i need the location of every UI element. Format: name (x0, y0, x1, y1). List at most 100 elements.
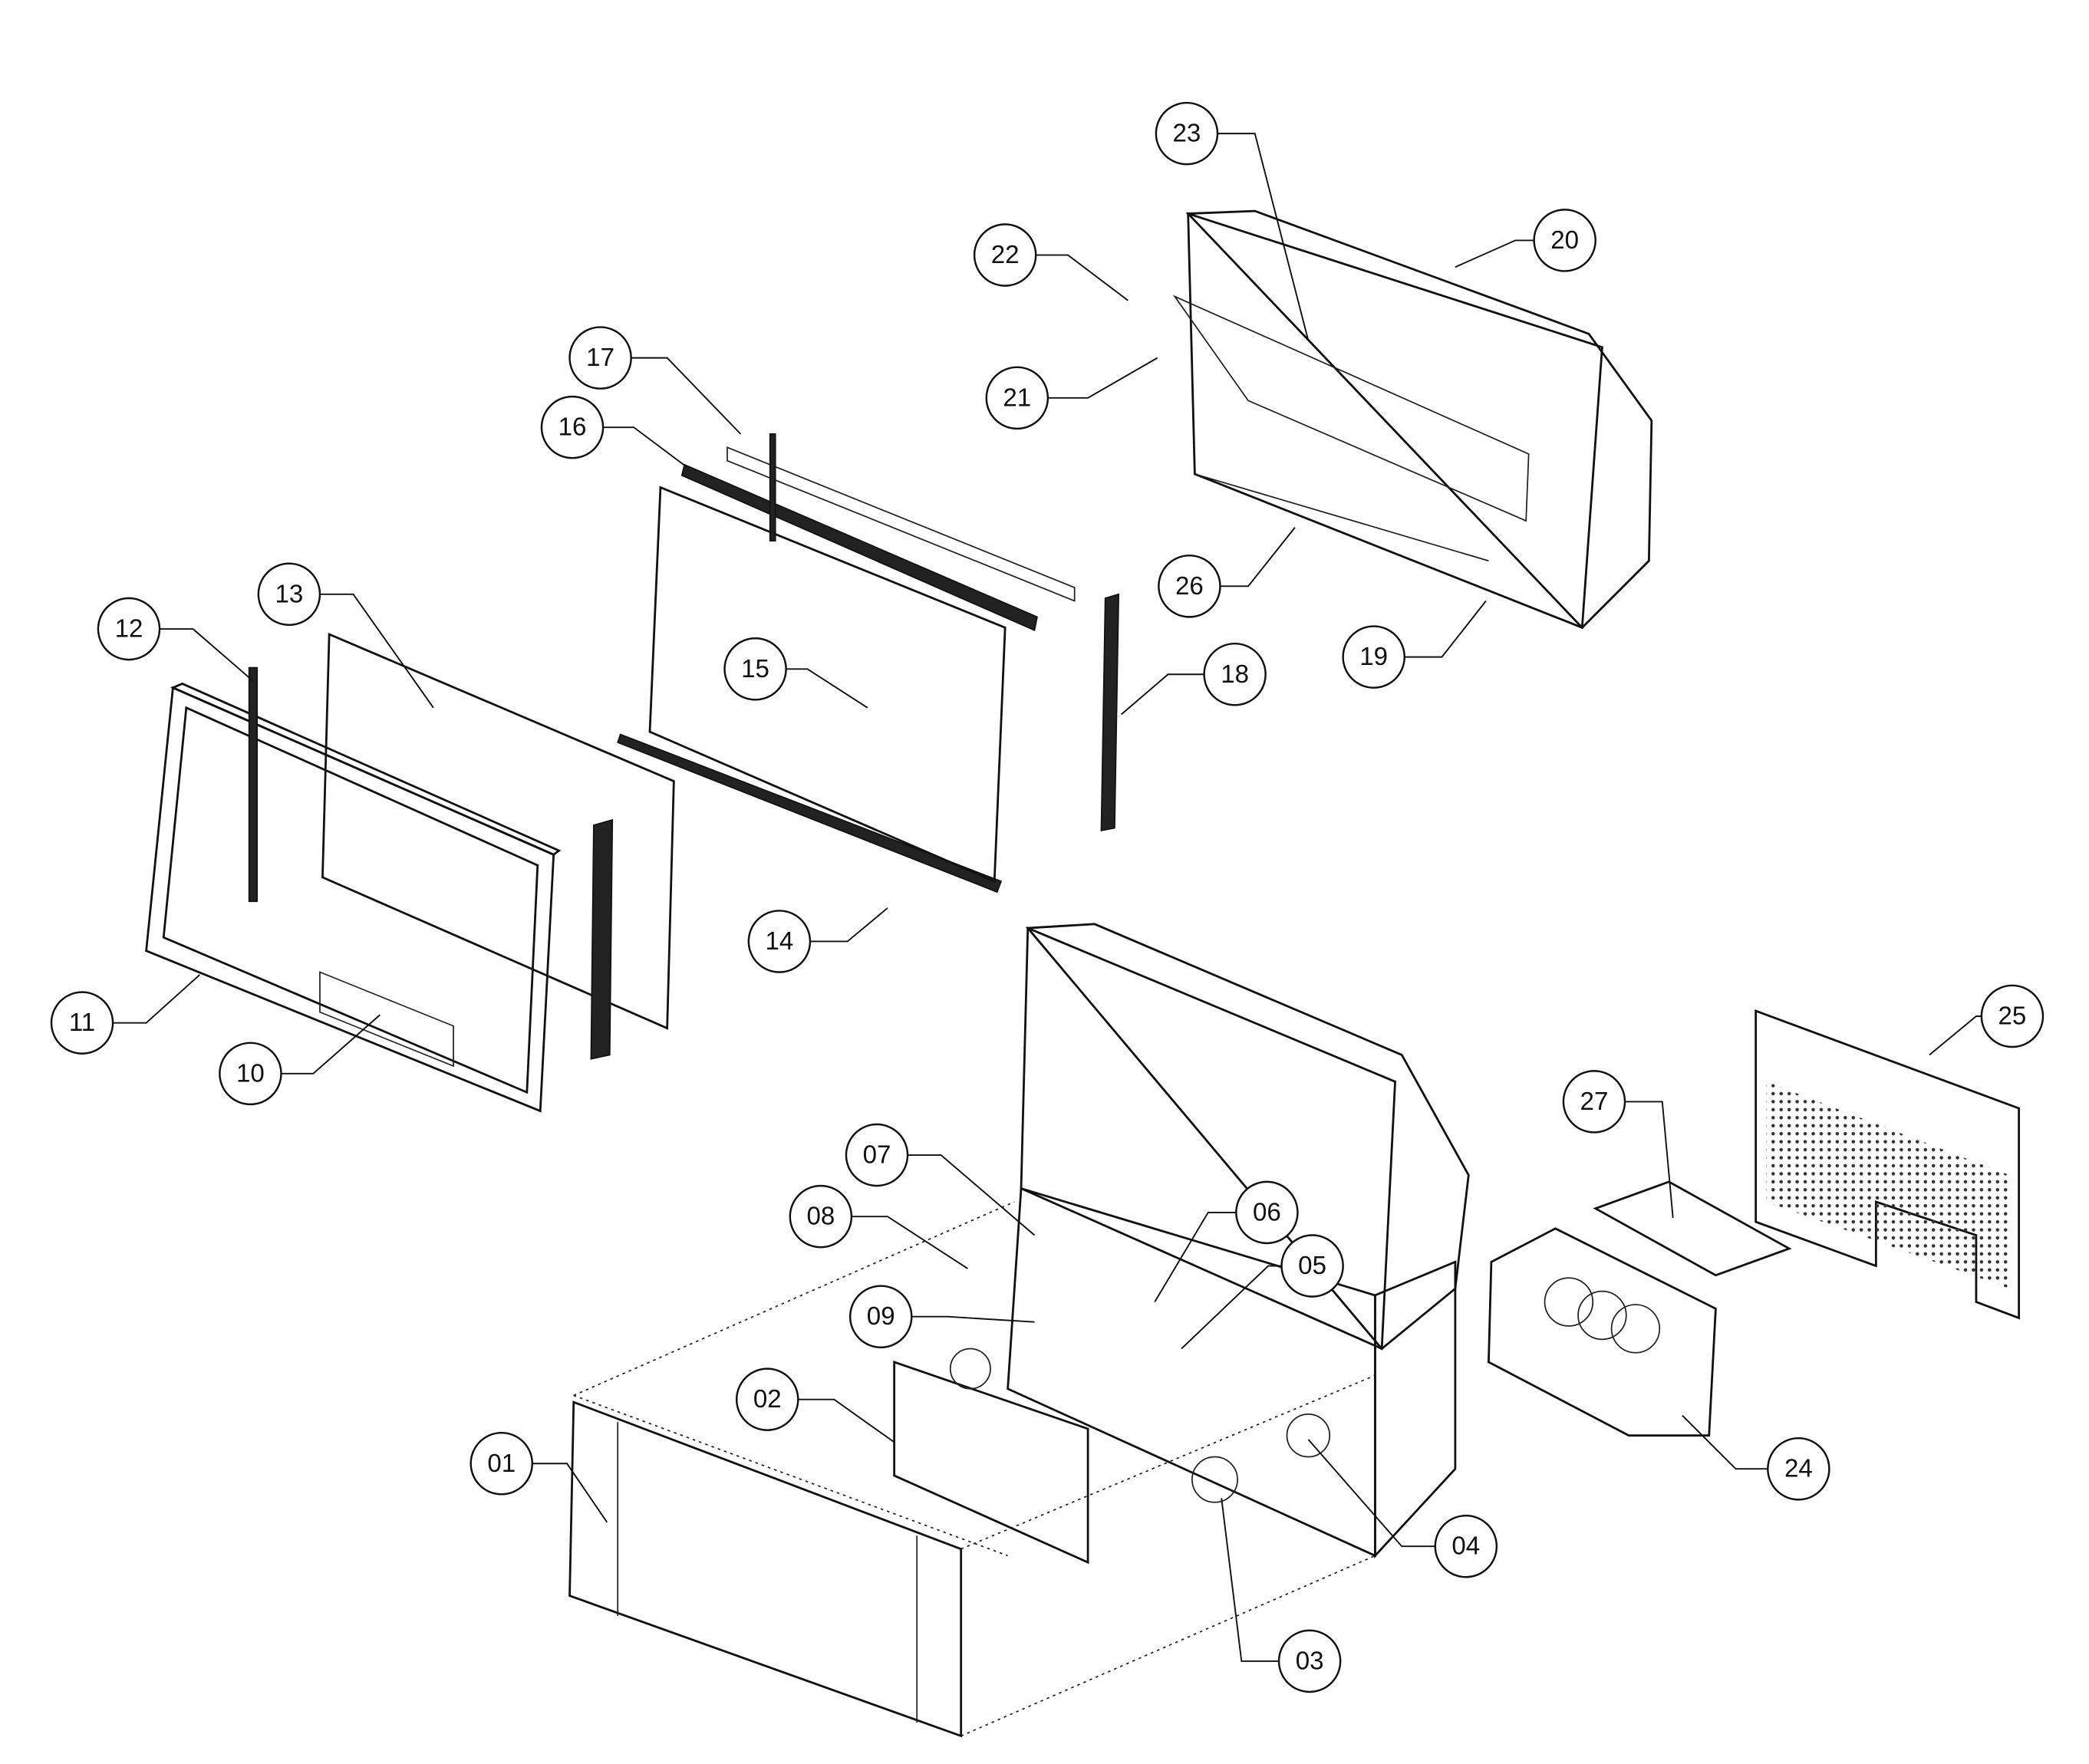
leader-line (319, 593, 434, 709)
part-vertical-clip (769, 433, 776, 542)
callout-1: 01 (470, 1431, 608, 1523)
callout-label: 01 (487, 1450, 516, 1478)
leader-line (1307, 1439, 1435, 1548)
callout-circle (568, 326, 632, 390)
leader-line (911, 1315, 1035, 1323)
callout-label: 03 (1296, 1647, 1324, 1675)
callout-label: 23 (1173, 120, 1201, 148)
callout-circle (723, 637, 787, 701)
leader-line (1181, 1265, 1282, 1350)
callout-23: 23 (1155, 101, 1310, 341)
callout-circle (540, 395, 605, 459)
leader-line (1217, 133, 1310, 341)
callout-circle (1158, 555, 1221, 618)
callout-21: 21 (985, 357, 1158, 430)
part-front-cover (568, 1400, 963, 1738)
part-upper-cabinet (1172, 209, 1653, 630)
callout-label: 05 (1298, 1252, 1326, 1280)
callout-label: 18 (1221, 660, 1249, 689)
callout-circle (219, 1042, 282, 1106)
part-lens-panel (648, 485, 1007, 884)
callout-label: 25 (1998, 1002, 2027, 1030)
callout-24: 24 (1682, 1414, 1830, 1501)
leader-line (1120, 673, 1204, 716)
callout-label: 07 (863, 1141, 891, 1170)
leader-line (1404, 600, 1487, 658)
callout-17: 17 (568, 326, 742, 435)
leader-line (160, 628, 254, 682)
part-back-cover (1755, 1009, 2021, 1320)
callout-circle (257, 562, 321, 627)
callout-25: 25 (1929, 984, 2045, 1056)
callout-label: 11 (69, 1009, 95, 1037)
callout-circle (1277, 1629, 1342, 1693)
callout-label: 26 (1175, 572, 1204, 601)
callout-4: 04 (1307, 1439, 1498, 1578)
callout-label: 16 (558, 413, 587, 442)
callout-18: 18 (1120, 642, 1267, 716)
callout-label: 27 (1580, 1088, 1609, 1116)
part-side-strip-mid (590, 818, 614, 1060)
leader-line (851, 1216, 968, 1269)
callout-12: 12 (97, 597, 254, 682)
assembly-dashed-lines (573, 1201, 1376, 1737)
callout-circle (1155, 101, 1219, 166)
leader-line (281, 1014, 381, 1075)
callout-7: 07 (845, 1123, 1036, 1236)
part-screen-sheet (321, 632, 675, 1030)
callout-label: 13 (275, 580, 304, 608)
callout-label: 12 (115, 615, 143, 643)
callout-circle (1434, 1514, 1498, 1578)
callout-group: 0102030405060708091011121314151617181920… (50, 101, 2045, 1693)
callout-circle (1767, 1437, 1830, 1501)
callout-circle (470, 1431, 534, 1496)
callout-circle (97, 597, 161, 661)
callout-27: 27 (1562, 1070, 1674, 1218)
callout-circle (50, 991, 114, 1055)
callout-circle (1342, 625, 1405, 689)
part-side-strip-right (1100, 593, 1120, 832)
callout-16: 16 (540, 395, 688, 469)
callout-label: 04 (1451, 1532, 1480, 1561)
callout-circle (1562, 1070, 1626, 1134)
callout-circle (1203, 642, 1267, 706)
callout-5: 05 (1181, 1234, 1344, 1350)
leader-line (1221, 1498, 1280, 1662)
callout-circle (973, 223, 1037, 287)
leader-line (631, 357, 742, 435)
callout-label: 02 (753, 1385, 782, 1414)
part-lower-cabinet (893, 923, 1470, 1565)
part-side-strip-left (248, 666, 258, 903)
callout-label: 10 (236, 1059, 265, 1088)
callout-label: 17 (586, 344, 615, 372)
leader-line (1625, 1101, 1674, 1218)
callout-circle (1980, 984, 2045, 1048)
callout-label: 14 (765, 927, 793, 956)
leader-line (603, 426, 688, 469)
callout-label: 19 (1359, 643, 1388, 671)
callout-circle (747, 910, 812, 973)
part-top-bracket (680, 446, 1076, 632)
callout-label: 06 (1253, 1198, 1281, 1226)
part-bottom-bracket (617, 733, 1003, 894)
callout-label: 21 (1003, 383, 1031, 412)
leader-line (1036, 254, 1129, 301)
callout-6: 06 (1154, 1180, 1299, 1303)
callout-19: 19 (1342, 600, 1487, 689)
callout-label: 22 (991, 241, 1020, 269)
callout-circle (1533, 209, 1596, 272)
part-cover-plate (1593, 1180, 1792, 1277)
leader-line (1154, 1211, 1237, 1303)
callout-14: 14 (747, 907, 888, 973)
callout-circle (789, 1184, 853, 1249)
leader-line (1047, 357, 1158, 399)
callout-circle (985, 366, 1049, 430)
leader-line (113, 974, 200, 1024)
callout-circle (735, 1367, 799, 1431)
callout-label: 09 (867, 1302, 895, 1331)
callout-20: 20 (1455, 209, 1596, 272)
callout-label: 08 (806, 1203, 835, 1231)
callout-label: 20 (1550, 226, 1579, 255)
callout-2: 02 (735, 1367, 895, 1443)
